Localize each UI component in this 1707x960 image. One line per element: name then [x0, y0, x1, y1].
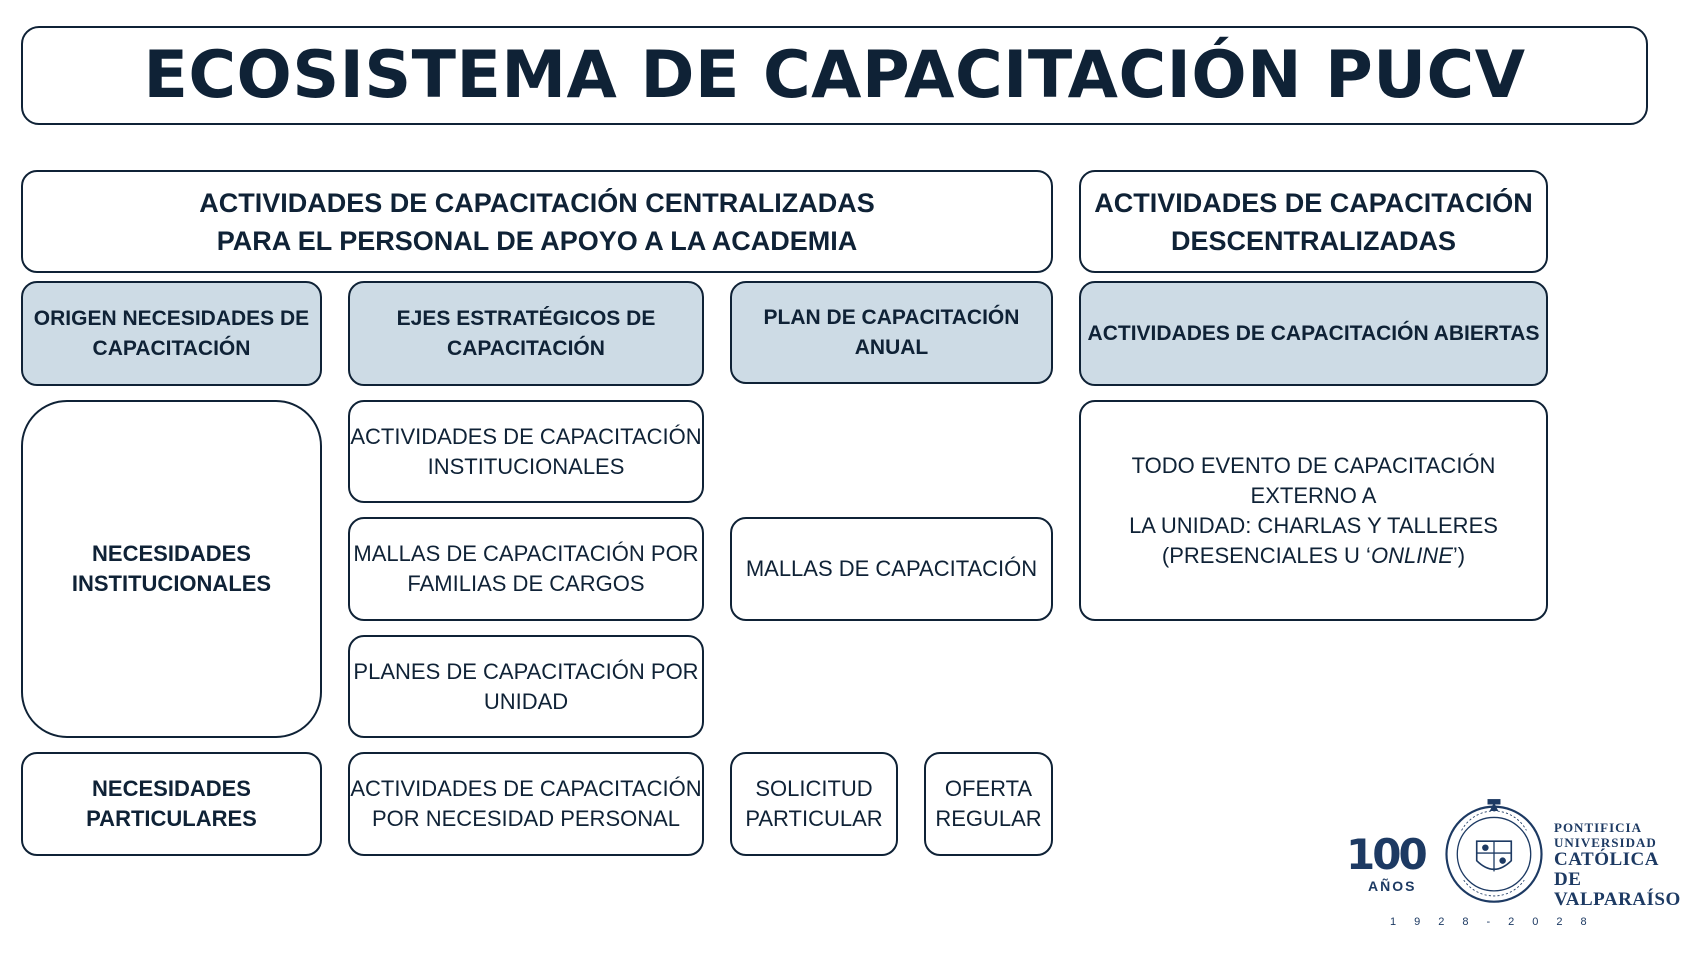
axes-item-job-family-meshes: MALLAS DE CAPACITACIÓN POR FAMILIAS DE C…	[348, 517, 704, 621]
decentralized-header-line2: DESCENTRALIZADAS	[1170, 225, 1456, 256]
axes-item-line2: UNIDAD	[483, 688, 569, 714]
open-activities-header-text: ACTIVIDADES DE CAPACITACIÓN ABIERTAS	[1087, 321, 1540, 345]
decentralized-header-line1: ACTIVIDADES DE CAPACITACIÓN	[1094, 187, 1533, 218]
particular-needs-line1: NECESIDADES	[92, 776, 251, 801]
plan-item-solicitud-particular: SOLICITUD PARTICULAR	[730, 752, 898, 856]
university-name-line1: PONTIFICIA	[1554, 820, 1643, 835]
university-name: PONTIFICIA UNIVERSIDAD CATÓLICA DE VALPA…	[1554, 820, 1681, 910]
axes-column-header: EJES ESTRATÉGICOS DE CAPACITACIÓN	[348, 281, 704, 386]
origin-column-header: ORIGEN NECESIDADES DE CAPACITACIÓN	[21, 281, 322, 386]
plan-item-mallas: MALLAS DE CAPACITACIÓN	[730, 517, 1053, 621]
axes-item-institutional-activities: ACTIVIDADES DE CAPACITACIÓN INSTITUCIONA…	[348, 400, 704, 503]
description-line1: TODO EVENTO DE CAPACITACIÓN EXTERNO A	[1131, 452, 1496, 508]
axes-item-line1: ACTIVIDADES DE CAPACITACIÓN	[350, 423, 702, 449]
axes-item-personal-need-activities: ACTIVIDADES DE CAPACITACIÓN POR NECESIDA…	[348, 752, 704, 856]
solicitud-line1: SOLICITUD	[755, 776, 873, 801]
plan-item-mallas-text: MALLAS DE CAPACITACIÓN	[745, 556, 1038, 581]
description-line2: LA UNIDAD: CHARLAS Y TALLERES	[1129, 512, 1498, 538]
decentralized-header-box: ACTIVIDADES DE CAPACITACIÓN DESCENTRALIZ…	[1079, 170, 1548, 273]
origin-header-line2: CAPACITACIÓN	[92, 336, 251, 360]
description-line3: (PRESENCIALES U ‘ONLINE’)	[1081, 541, 1546, 571]
axes-item-line2: POR NECESIDAD PERSONAL	[371, 806, 681, 831]
description-line3-end: ’)	[1452, 542, 1466, 568]
axes-item-line1: PLANES DE CAPACITACIÓN POR	[353, 658, 699, 684]
page-title: ECOSISTEMA DE CAPACITACIÓN PUCV	[143, 38, 1526, 113]
axes-item-line1: MALLAS DE CAPACITACIÓN POR	[353, 541, 699, 566]
centralized-header-line1: ACTIVIDADES DE CAPACITACIÓN CENTRALIZADA…	[199, 187, 875, 218]
centralized-header-line2: PARA EL PERSONAL DE APOYO A LA ACADEMIA	[216, 225, 858, 256]
plan-column-header: PLAN DE CAPACITACIÓN ANUAL	[730, 281, 1053, 384]
axes-item-line1: ACTIVIDADES DE CAPACITACIÓN	[350, 776, 702, 801]
axes-item-line2: FAMILIAS DE CARGOS	[407, 571, 645, 596]
open-activities-header: ACTIVIDADES DE CAPACITACIÓN ABIERTAS	[1079, 281, 1548, 386]
solicitud-line2: PARTICULAR	[745, 806, 883, 831]
title-box: ECOSISTEMA DE CAPACITACIÓN PUCV	[21, 26, 1648, 125]
hundred-years-label: AÑOS	[1368, 878, 1417, 894]
institutional-needs-line2: INSTITUCIONALES	[71, 571, 272, 596]
centralized-header-box: ACTIVIDADES DE CAPACITACIÓN CENTRALIZADA…	[21, 170, 1053, 273]
particular-needs-line2: PARTICULARES	[86, 806, 257, 831]
pucv-100-years-logo: 100 AÑOS PONTIFICIA UNIVERSIDAD CATÓLICA…	[1340, 792, 1680, 942]
hundred-years-number: 100	[1346, 830, 1428, 879]
axes-header-line2: CAPACITACIÓN	[447, 336, 605, 360]
particular-needs-box: NECESIDADES PARTICULARES	[21, 752, 322, 856]
anniversary-years: 1928-2028	[1390, 916, 1605, 928]
university-name-line3: CATÓLICA DE	[1554, 849, 1658, 890]
plan-header-line2: ANUAL	[854, 335, 929, 359]
university-name-line2: UNIVERSIDAD	[1554, 835, 1657, 850]
axes-header-line1: EJES ESTRATÉGICOS DE	[396, 306, 656, 330]
axes-item-line2: INSTITUCIONALES	[427, 453, 625, 479]
plan-header-line1: PLAN DE CAPACITACIÓN	[763, 305, 1020, 329]
university-name-line4: VALPARAÍSO	[1554, 889, 1681, 910]
institutional-needs-line1: NECESIDADES	[92, 541, 251, 566]
description-line3-start: (PRESENCIALES U ‘	[1161, 542, 1371, 568]
oferta-line1: OFERTA	[944, 776, 1033, 801]
university-seal-icon	[1445, 799, 1543, 903]
oferta-line2: REGULAR	[935, 806, 1042, 831]
institutional-needs-box: NECESIDADES INSTITUCIONALES	[21, 400, 322, 738]
origin-header-line1: ORIGEN NECESIDADES DE	[33, 306, 310, 330]
axes-item-unit-plans: PLANES DE CAPACITACIÓN POR UNIDAD	[348, 635, 704, 738]
plan-item-oferta-regular: OFERTA REGULAR	[924, 752, 1053, 856]
description-online-word: ONLINE	[1370, 542, 1453, 568]
open-activities-description-box: TODO EVENTO DE CAPACITACIÓN EXTERNO A LA…	[1079, 400, 1548, 621]
